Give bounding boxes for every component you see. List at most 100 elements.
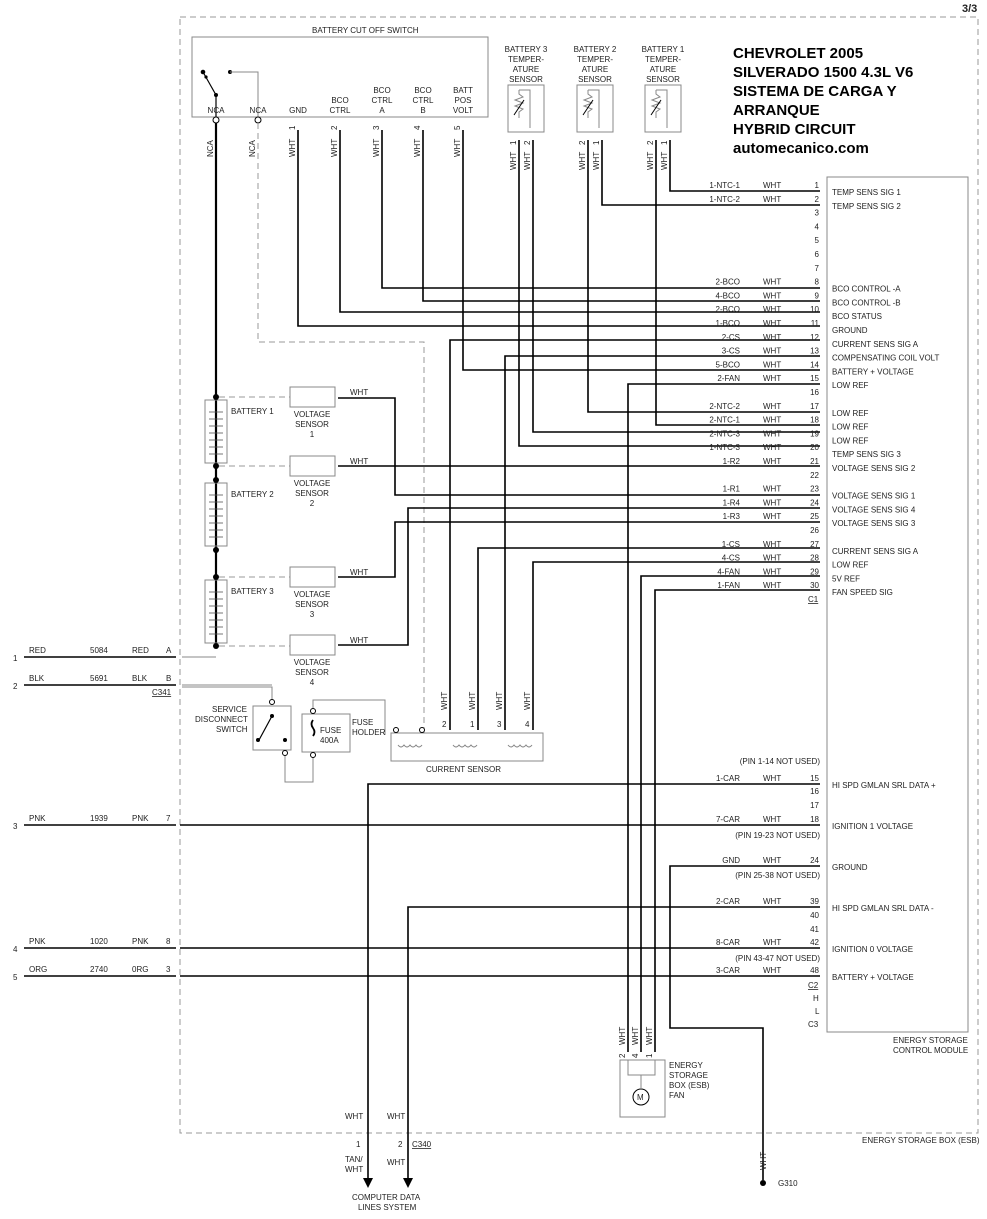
circuit-id: 5691 (90, 674, 108, 683)
c1-pin-function: LOW REF (832, 423, 869, 432)
ground-wire: WHT (759, 1152, 768, 1170)
current-sensor-label: CURRENT SENSOR (426, 765, 501, 774)
temp-sensor-name-0: BATTERY 1 (642, 45, 685, 54)
c1-pin-function: BCO CONTROL -B (832, 298, 901, 307)
bco-pin-5-num: 4 (413, 125, 422, 130)
circuit-pin: 7 (166, 814, 171, 823)
c2-not-used-note: (PIN 19-23 NOT USED) (735, 831, 820, 840)
temp-sensor-name-1: TEMPER- (645, 55, 681, 64)
temp-sensor-pin: 2 (523, 140, 532, 145)
c1-pin-number: 21 (810, 457, 819, 466)
c1-pin-number: 30 (810, 581, 819, 590)
c1-wire-color: WHT (763, 360, 781, 369)
circuit-pin: A (166, 646, 172, 655)
c340-pin-1: 1 (356, 1140, 361, 1149)
current-sensor-wire: WHT (440, 692, 449, 710)
voltage-sensor-name-1: SENSOR (295, 600, 329, 609)
c1-pin-number: 2 (815, 195, 820, 204)
battery-2-label: BATTERY 2 (231, 490, 274, 499)
c340-wire-in-1: WHT (345, 1112, 363, 1121)
fuse-label-2: 400A (320, 736, 339, 745)
c1-wire-color: WHT (763, 512, 781, 521)
c3-pin-h: H (813, 994, 819, 1003)
c1-wire-color: WHT (763, 567, 781, 576)
service-disconnect-line-3: SWITCH (216, 725, 248, 734)
temp-sensor-name-2: ATURE (650, 65, 677, 74)
service-disconnect-switch: SERVICE DISCONNECT SWITCH (182, 686, 314, 783)
c2-pin-row: 17 (810, 801, 819, 810)
c1-circuit-id: 1-R2 (723, 457, 741, 466)
c1-wire-color: WHT (763, 457, 781, 466)
bco-pin-5-label-2: B (420, 106, 425, 115)
c1-circuit-id: 1-NTC-1 (709, 181, 740, 190)
c1-pin-number: 28 (810, 554, 819, 563)
temp-sensor-wire: WHT (509, 152, 518, 170)
c2-not-used-note: (PIN 43-47 NOT USED) (735, 954, 820, 963)
circuit-color-right: PNK (132, 814, 149, 823)
circuit-id: 2740 (90, 965, 108, 974)
c1-pin-number: 7 (815, 264, 820, 273)
fan-motor-label: M (637, 1093, 644, 1102)
c1-circuit-id: 2-NTC-3 (709, 429, 740, 438)
connector-c341: C341 (152, 688, 172, 697)
c2-pin-number: 42 (810, 938, 819, 947)
battery-1-label: BATTERY 1 (231, 407, 274, 416)
c1-circuit-id: 1-CS (722, 540, 740, 549)
c2-wire-color: WHT (763, 966, 781, 975)
wires (180, 123, 820, 1180)
c2-circuit-id: 8-CAR (716, 938, 740, 947)
voltage-sensor-name-2: 2 (310, 499, 315, 508)
title-block: CHEVROLET 2005 SILVERADO 1500 4.3L V6 SI… (733, 45, 913, 157)
esb-box-label: ENERGY STORAGE BOX (ESB) (862, 1136, 980, 1145)
c1-wire-color: WHT (763, 581, 781, 590)
page-number: 3/3 (962, 3, 977, 15)
temp-sensor-pin: 1 (592, 140, 601, 145)
current-sensor: CURRENT SENSOR (390, 727, 544, 774)
destination-line-2: LINES SYSTEM (358, 1203, 417, 1212)
current-sensor-pin: 4 (525, 720, 530, 729)
voltage-sensor-wire: WHT (350, 636, 368, 645)
bco-pin-2-num: 1 (288, 125, 297, 130)
voltage-sensor-name-2: 1 (310, 430, 315, 439)
fuse-label-1: FUSE (320, 726, 341, 735)
fan-name-2: STORAGE (669, 1071, 708, 1080)
service-disconnect-line-2: DISCONNECT (195, 715, 248, 724)
c1-pin-number: 24 (810, 498, 819, 507)
c2-wire-color: WHT (763, 856, 781, 865)
c1-wire-color: WHT (763, 554, 781, 563)
circuit-id: 1020 (90, 937, 108, 946)
bco-pin-3-wire: WHT (330, 139, 339, 157)
c2-note: (PIN 25-38 NOT USED) (735, 871, 820, 880)
temp-sensor-pin: 2 (646, 140, 655, 145)
current-sensor-wire: WHT (523, 692, 532, 710)
circuit-color-left: RED (29, 646, 46, 655)
title-line-1: CHEVROLET 2005 (733, 45, 863, 62)
c2-pin-function: GROUND (832, 863, 868, 872)
c340-wire-out-2: WHT (387, 1158, 405, 1167)
c1-circuit-id: 1-FAN (717, 581, 740, 590)
c1-pin-number: 16 (810, 388, 819, 397)
c340-wire-in-2: WHT (387, 1112, 405, 1121)
temp-sensor-wire: WHT (660, 152, 669, 170)
c1-circuit-id: 4-FAN (717, 567, 740, 576)
bco-pin-3-label-0: BCO (331, 96, 348, 105)
c1-pin-function: LOW REF (832, 381, 869, 390)
c1-pin-number: 9 (815, 291, 820, 300)
voltage-sensor-wire: WHT (350, 457, 368, 466)
c1-pin-number: 14 (810, 360, 819, 369)
